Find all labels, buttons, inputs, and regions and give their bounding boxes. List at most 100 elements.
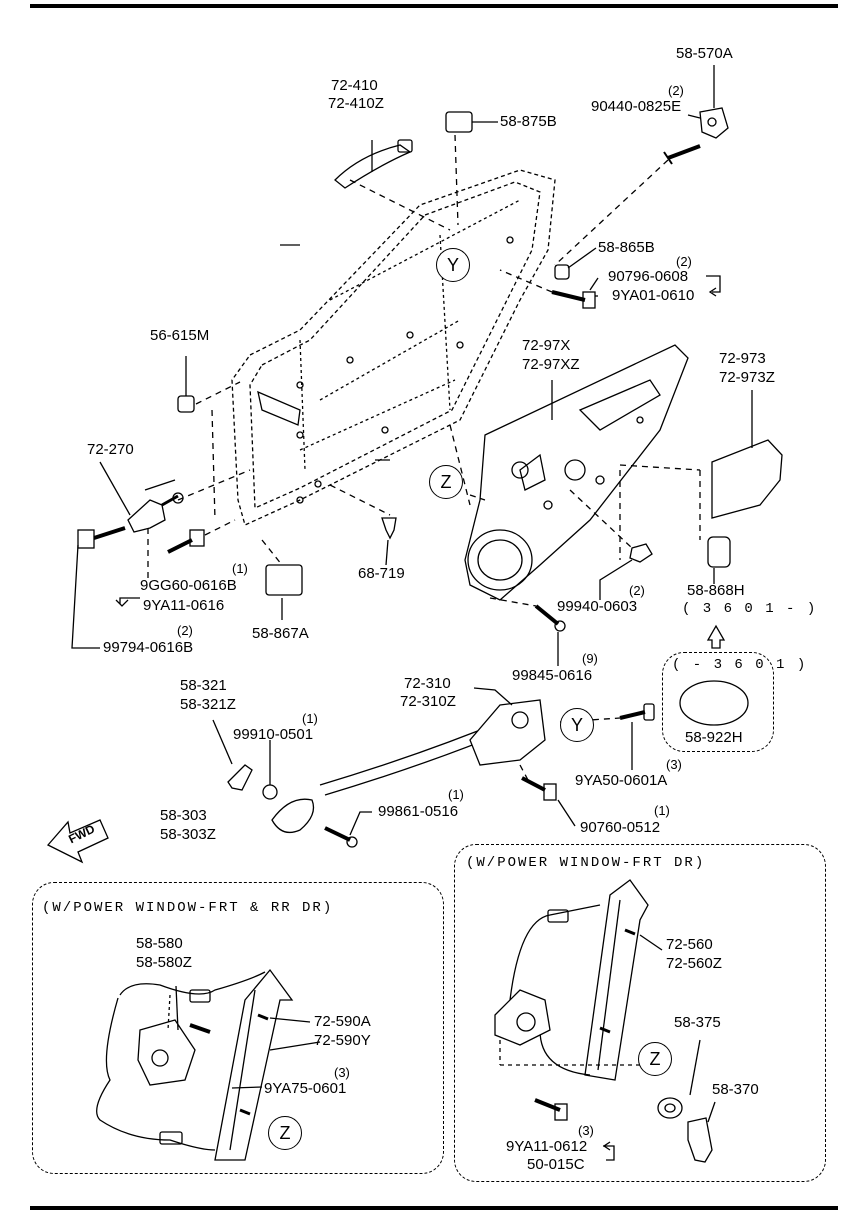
label-58-570a[interactable]: 58-570A [676, 45, 733, 62]
inner-handle-cable-part [319, 699, 546, 796]
qty-99940: (2) [629, 583, 645, 598]
bezel-58303-part [271, 798, 315, 834]
qty-99910: (1) [302, 711, 318, 726]
callout-z-panel[interactable]: Z [429, 465, 463, 499]
label-72-973[interactable]: 72-973 [719, 350, 766, 367]
label-58-867a[interactable]: 58-867A [252, 625, 309, 642]
label-72-310[interactable]: 72-310 [404, 675, 451, 692]
label-58-303z[interactable]: 58-303Z [160, 826, 216, 843]
qty-99794: (2) [177, 623, 193, 638]
bolt-90796-part [551, 290, 596, 309]
clip-68719-part [381, 517, 397, 540]
regulator-frt-rr-part [96, 968, 294, 1161]
window-crank-part [687, 1117, 713, 1163]
bottom-rule [30, 1206, 838, 1210]
bolt-99794-part [77, 526, 126, 549]
label-90796-0608[interactable]: 90796-0608 [608, 268, 689, 285]
label-99794-0616b[interactable]: 99794-0616B [103, 639, 194, 656]
label-72-97x[interactable]: 72-97X [522, 337, 571, 354]
label-68-719[interactable]: 68-719 [358, 565, 405, 582]
fwd-arrow [46, 819, 109, 864]
qty-9ya50: (3) [666, 757, 682, 772]
label-58-865b[interactable]: 58-865B [598, 239, 655, 256]
label-72-270[interactable]: 72-270 [87, 441, 134, 458]
box-title-frt: (W/POWER WINDOW-FRT DR) [466, 855, 706, 871]
assembly-lines [147, 134, 701, 781]
qty-90440: (2) [668, 83, 684, 98]
handle-cap-part [445, 111, 473, 133]
label-58-580[interactable]: 58-580 [136, 935, 183, 952]
lever-58321-part [227, 764, 253, 791]
bolt-9ya50-part [619, 703, 655, 721]
label-50-015c[interactable]: 50-015C [527, 1156, 585, 1173]
label-72-310z[interactable]: 72-310Z [400, 693, 456, 710]
qty-9gg60: (1) [232, 561, 248, 576]
label-72-410z[interactable]: 72-410Z [328, 95, 384, 112]
label-9ya11-0616[interactable]: 9YA11-0616 [143, 597, 225, 614]
up-arrow [706, 624, 726, 649]
sealing-panel-part [711, 439, 783, 519]
label-72-560z[interactable]: 72-560Z [666, 955, 722, 972]
label-72-973z[interactable]: 72-973Z [719, 369, 775, 386]
washer-58375-part [657, 1097, 683, 1119]
inset-box-power-window-frt-rr [32, 882, 444, 1174]
stopper-part [554, 264, 570, 280]
screw-99845-part [534, 604, 566, 632]
label-58-875b[interactable]: 58-875B [500, 113, 557, 130]
door-shell [231, 169, 556, 526]
box-title-frt-rr: (W/POWER WINDOW-FRT & RR DR) [42, 900, 334, 916]
inner-module-panel [464, 344, 689, 601]
nut-part [629, 543, 653, 563]
qty-90760: (1) [654, 803, 670, 818]
inset-box-58922h [662, 652, 774, 752]
bolt-90760-part [521, 776, 557, 801]
label-3601-before: ( - 3 6 0 1 ) [672, 657, 808, 673]
label-56-615m[interactable]: 56-615M [150, 327, 210, 344]
label-9ya50-0601a[interactable]: 9YA50-0601A [575, 772, 668, 789]
label-58-321z[interactable]: 58-321Z [180, 696, 236, 713]
callout-y-lower[interactable]: Y [560, 708, 594, 742]
regulator-frt-part [494, 879, 655, 1121]
label-58-370[interactable]: 58-370 [712, 1081, 759, 1098]
label-58-375[interactable]: 58-375 [674, 1014, 721, 1031]
top-rule [30, 4, 838, 8]
label-99845-0616[interactable]: 99845-0616 [512, 667, 593, 684]
qty-90796: (2) [676, 254, 692, 269]
label-99910-0501[interactable]: 99910-0501 [233, 726, 314, 743]
bolt-9gg60-part [167, 529, 205, 554]
label-72-590y[interactable]: 72-590Y [314, 1032, 371, 1049]
callout-y-upper[interactable]: Y [436, 248, 470, 282]
label-72-97xz[interactable]: 72-97XZ [522, 356, 580, 373]
label-72-590a[interactable]: 72-590A [314, 1013, 371, 1030]
callout-z-left-box[interactable]: Z [268, 1116, 302, 1150]
label-58-321[interactable]: 58-321 [180, 677, 227, 694]
label-9ya75-0601[interactable]: 9YA75-0601 [264, 1080, 347, 1097]
qty-9ya11-0612: (3) [578, 1123, 594, 1138]
label-58-303[interactable]: 58-303 [160, 807, 207, 824]
plug-58868h-part [707, 536, 731, 568]
screw-99861-part [324, 826, 358, 848]
label-58-922h[interactable]: 58-922H [685, 729, 743, 746]
door-checker-part [127, 492, 184, 533]
label-58-868h[interactable]: 58-868H [687, 582, 745, 599]
connector-58867a-part [265, 564, 303, 596]
clip-99910-part [262, 784, 278, 800]
label-72-410[interactable]: 72-410 [331, 77, 378, 94]
label-90760-0512[interactable]: 90760-0512 [580, 819, 661, 836]
label-58-580z[interactable]: 58-580Z [136, 954, 192, 971]
plug-58922h-part [679, 680, 749, 726]
label-9ya01-0610[interactable]: 9YA01-0610 [612, 287, 695, 304]
callout-z-right-box[interactable]: Z [638, 1042, 672, 1076]
qty-9ya75: (3) [334, 1065, 350, 1080]
label-90440-0825e[interactable]: 90440-0825E [591, 98, 682, 115]
label-9gg60-0616b[interactable]: 9GG60-0616B [140, 577, 237, 594]
label-99940-0603[interactable]: 99940-0603 [557, 598, 638, 615]
label-9ya11-0612[interactable]: 9YA11-0612 [506, 1138, 588, 1155]
label-72-560[interactable]: 72-560 [666, 936, 713, 953]
screw-90440-part [663, 144, 701, 165]
inset-box-power-window-frt [454, 844, 826, 1182]
qty-99845: (9) [582, 651, 598, 666]
label-3601-after: ( 3 6 0 1 - ) [682, 601, 818, 617]
label-99861-0516[interactable]: 99861-0516 [378, 803, 459, 820]
